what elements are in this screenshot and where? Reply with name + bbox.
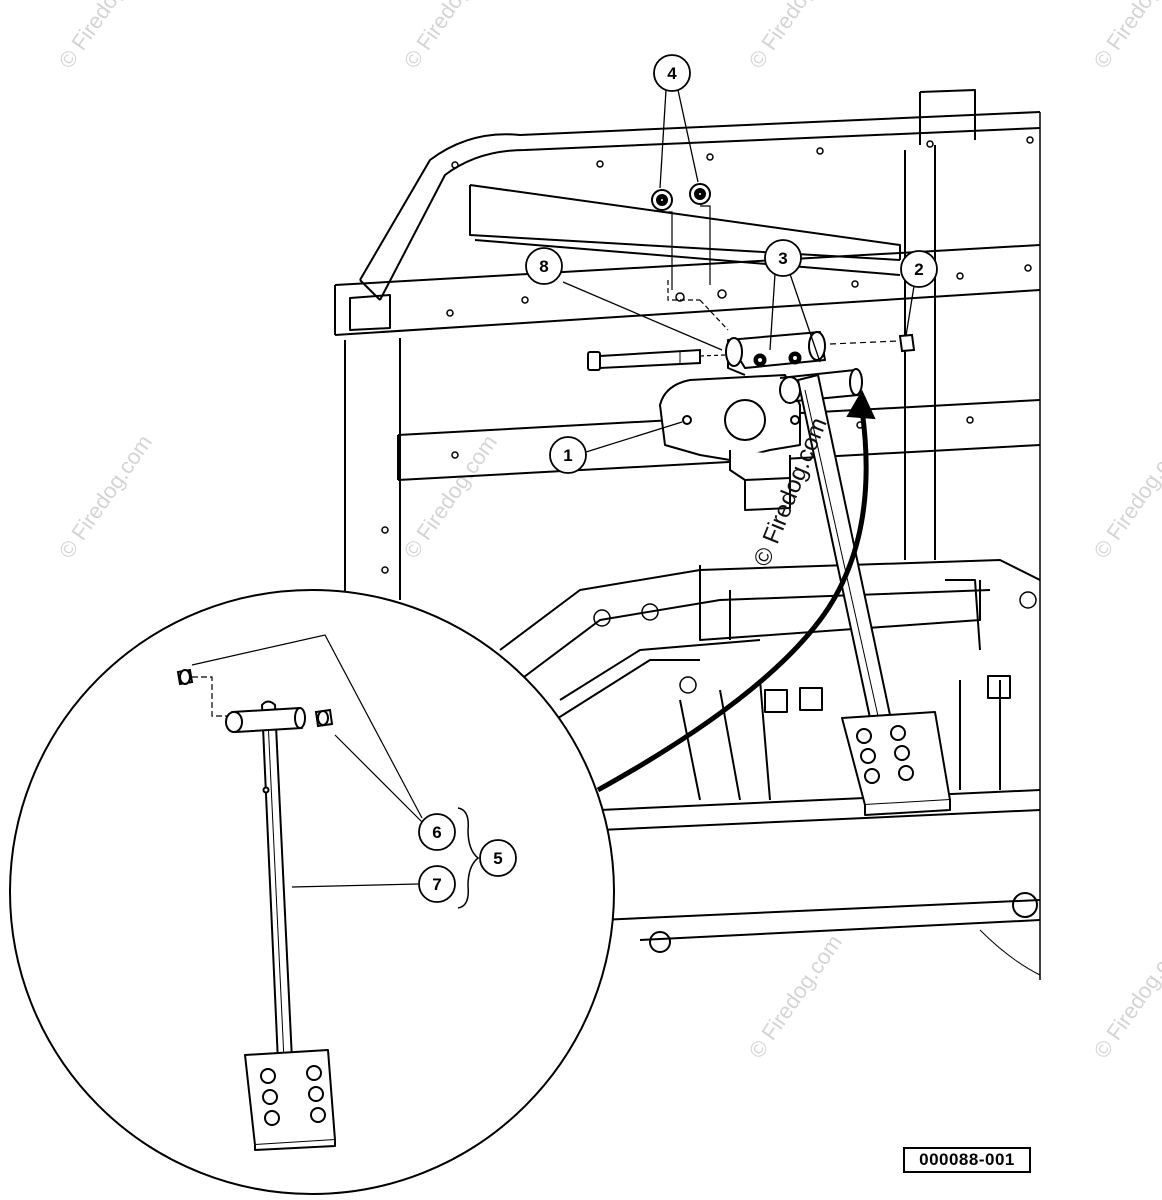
watermark: © Firedog.com — [744, 0, 847, 73]
detail-view — [9, 589, 615, 1195]
detail-pedal-arm — [225, 700, 336, 1151]
callout-3-label: 3 — [778, 249, 787, 268]
detail-arrow — [596, 389, 876, 793]
callouts: 1 2 3 4 5 6 7 8 — [418, 54, 938, 903]
washers — [651, 183, 729, 331]
vehicle-frame — [334, 89, 1041, 980]
pedal-hanger-bracket — [659, 331, 863, 511]
pedal-arm-installed — [797, 374, 951, 816]
callout-8-label: 8 — [539, 257, 548, 276]
callout-4-label: 4 — [667, 64, 677, 83]
callout-5-label: 5 — [493, 849, 502, 868]
watermark: © Firedog.com — [54, 0, 157, 73]
callout-6-label: 6 — [432, 823, 441, 842]
callout-3: 3 — [764, 239, 802, 277]
callout-8: 8 — [525, 247, 563, 285]
bushings — [753, 351, 802, 367]
frame-holes — [381, 136, 1037, 694]
callout-7-label: 7 — [432, 875, 441, 894]
lock-nut — [829, 333, 916, 353]
callout-4: 4 — [653, 54, 691, 92]
detail-bushings — [176, 668, 334, 728]
watermark: © Firedog.com — [1089, 930, 1162, 1063]
watermark: © Firedog.com — [1089, 0, 1162, 73]
detail-leaders — [191, 634, 480, 909]
callout-6: 6 — [418, 813, 456, 851]
callout-1-label: 1 — [563, 446, 572, 465]
pivot-bolt — [587, 348, 726, 371]
watermark: © Firedog.com — [54, 430, 157, 563]
callout-1: 1 — [549, 436, 587, 474]
watermark: © Firedog.com — [399, 0, 502, 73]
watermark: © Firedog.com — [744, 930, 847, 1063]
watermark: © Firedog.com — [1089, 430, 1162, 563]
callout-leaders — [562, 89, 915, 453]
callout-2-label: 2 — [914, 260, 923, 279]
callout-5: 5 — [479, 839, 517, 877]
watermark: © Firedog.com — [399, 430, 502, 563]
figure-id-label: 000088-001 — [903, 1147, 1031, 1173]
callout-7: 7 — [418, 865, 456, 903]
callout-2: 2 — [900, 250, 938, 288]
